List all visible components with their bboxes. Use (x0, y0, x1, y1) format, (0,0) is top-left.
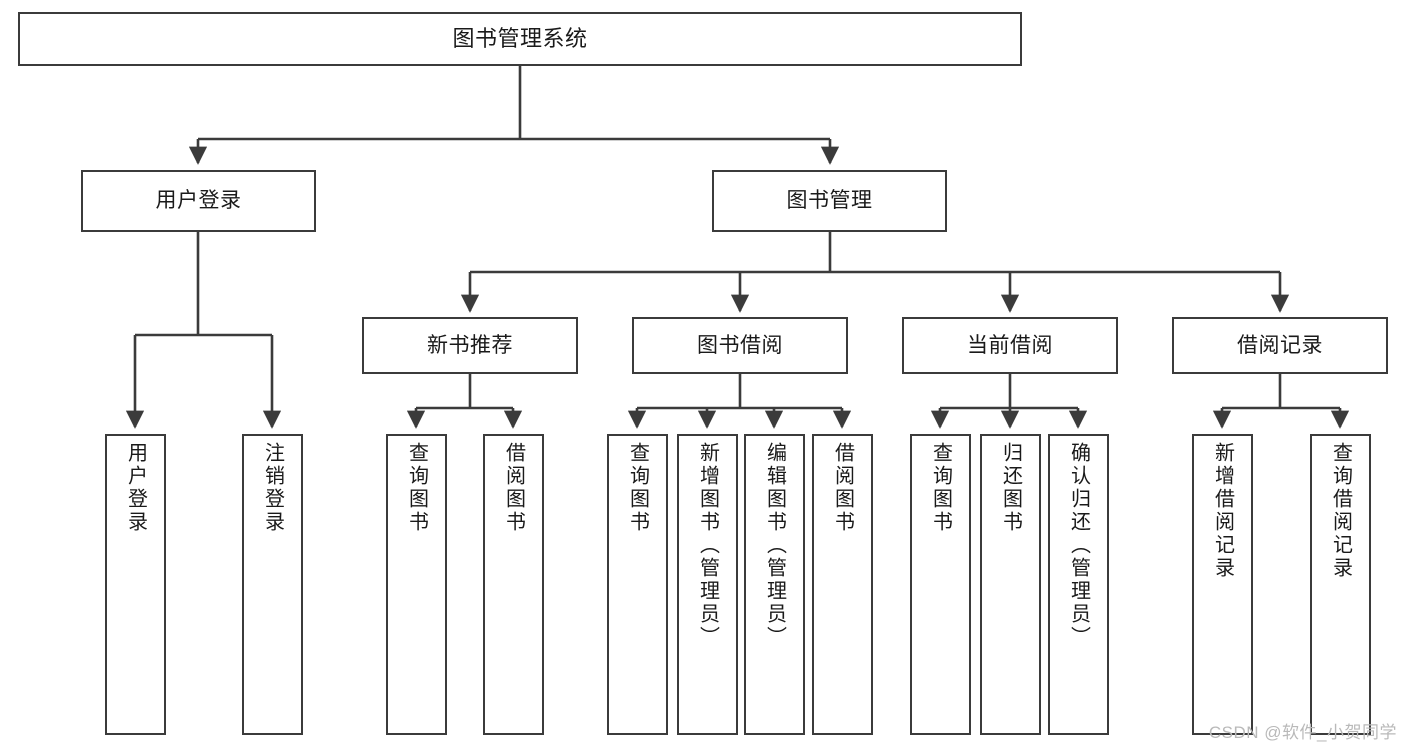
watermark-text: CSDN @软件_小贺同学 (1208, 723, 1397, 742)
node-borrow-records[interactable]: 借阅记录 (1172, 317, 1388, 374)
node-label: 图书借阅 (697, 333, 783, 357)
node-label: 查询借阅记录 (1329, 442, 1352, 580)
leaf-borrow-add-book-admin[interactable]: 新增图书（管理员） (677, 434, 738, 735)
leaf-user-login-login[interactable]: 用户登录 (105, 434, 166, 735)
node-label: 归还图书 (999, 442, 1022, 534)
node-label: 查询图书 (405, 442, 428, 534)
node-label: 借阅记录 (1237, 333, 1323, 357)
leaf-current-return-book[interactable]: 归还图书 (980, 434, 1041, 735)
leaf-borrow-edit-book-admin[interactable]: 编辑图书（管理员） (744, 434, 805, 735)
node-label: 借阅图书 (831, 442, 854, 534)
leaf-borrow-borrow-book[interactable]: 借阅图书 (812, 434, 873, 735)
node-book-borrow[interactable]: 图书借阅 (632, 317, 848, 374)
node-label: 查询图书 (626, 442, 649, 534)
node-label: 注销登录 (261, 442, 284, 534)
node-new-book-recommend[interactable]: 新书推荐 (362, 317, 578, 374)
leaf-borrow-query-book[interactable]: 查询图书 (607, 434, 668, 735)
node-user-login[interactable]: 用户登录 (81, 170, 316, 232)
node-label: 用户登录 (124, 442, 147, 534)
node-label: 编辑图书（管理员） (763, 442, 786, 649)
node-current-borrow[interactable]: 当前借阅 (902, 317, 1118, 374)
node-label: 当前借阅 (967, 333, 1053, 357)
leaf-records-query-record[interactable]: 查询借阅记录 (1310, 434, 1371, 735)
node-label: 用户登录 (155, 189, 242, 213)
node-label: 查询图书 (929, 442, 952, 534)
node-label: 确认归还（管理员） (1067, 442, 1090, 649)
leaf-current-confirm-return-admin[interactable]: 确认归还（管理员） (1048, 434, 1109, 735)
node-label: 新增借阅记录 (1211, 442, 1234, 580)
leaf-user-login-logout[interactable]: 注销登录 (242, 434, 303, 735)
node-label: 图书管理 (786, 189, 873, 213)
node-label: 新书推荐 (427, 333, 513, 357)
node-book-management[interactable]: 图书管理 (712, 170, 947, 232)
leaf-new-book-query[interactable]: 查询图书 (386, 434, 447, 735)
leaf-records-add-record[interactable]: 新增借阅记录 (1192, 434, 1253, 735)
node-label: 图书管理系统 (452, 25, 588, 51)
leaf-new-book-borrow[interactable]: 借阅图书 (483, 434, 544, 735)
node-label: 新增图书（管理员） (696, 442, 719, 649)
node-root-system[interactable]: 图书管理系统 (18, 12, 1022, 66)
node-label: 借阅图书 (502, 442, 525, 534)
leaf-current-query-book[interactable]: 查询图书 (910, 434, 971, 735)
